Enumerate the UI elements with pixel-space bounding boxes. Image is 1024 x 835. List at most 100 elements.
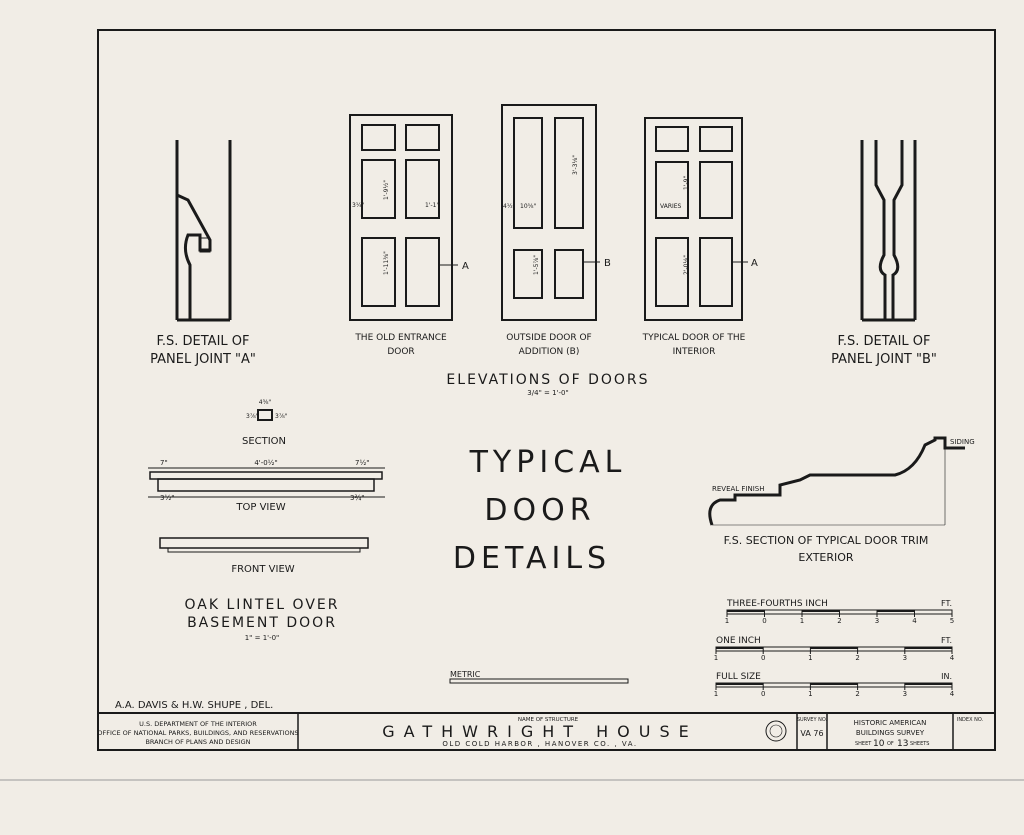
dimension: 1'-9" <box>683 176 690 190</box>
dimension: 3¼" <box>352 202 365 209</box>
agency-line: BRANCH OF PLANS AND DESIGN <box>145 738 250 746</box>
door-label: ADDITION (B) <box>519 347 580 357</box>
scale-tick-label: 0 <box>762 617 766 625</box>
scale-unit: FT. <box>941 636 952 645</box>
door-label: DOOR <box>387 347 414 357</box>
main-title-line: TYPICAL <box>469 445 627 480</box>
lintel-drawings: 4⅜" 3⅞" 3⅞" SECTION 7" 4'-0½" 7½" 3½" 3¾… <box>148 399 385 642</box>
sheet-prefix: SHEET <box>855 741 872 747</box>
scale-tick-label: 4 <box>950 690 955 698</box>
reveal-finish-label: REVEAL FINISH <box>712 485 765 493</box>
delineators: A.A. DAVIS & H.W. SHUPE , DEL. <box>115 700 273 711</box>
door-elevation-interior: A VARIES 1'-9" 2'-0⅛" TYPICAL DOOR OF TH… <box>642 117 758 357</box>
scale-label: FULL SIZE <box>716 672 761 682</box>
scale-segment <box>810 683 858 685</box>
elevations-title: ELEVATIONS OF DOORS <box>446 372 649 388</box>
lintel-title: OAK LINTEL OVER <box>185 597 340 613</box>
dimension: 3'-3⅛" <box>572 155 579 175</box>
scale-tick-label: 1 <box>714 690 718 698</box>
agency-line: OFFICE OF NATIONAL PARKS, BUILDINGS, AND… <box>97 729 298 737</box>
sheets-total: 13 <box>897 739 908 749</box>
main-title-line: DOOR <box>484 493 595 528</box>
scale-tick-label: 3 <box>903 690 907 698</box>
scale-tick-label: 1 <box>725 617 729 625</box>
title-block: U.S. DEPARTMENT OF THE INTERIOR OFFICE O… <box>97 712 996 751</box>
dimension: 3½" <box>160 494 174 502</box>
door-label: INTERIOR <box>673 347 716 357</box>
dimension: 4⅜" <box>259 399 272 406</box>
panel-detail-b-title: F.S. DETAIL OF <box>837 334 930 349</box>
door-marker: A <box>751 258 758 269</box>
scale-label: THREE-FOURTHS INCH <box>726 599 828 609</box>
dimension: 3⅞" <box>246 413 259 420</box>
scale-segment <box>877 610 915 612</box>
scale-segment <box>904 647 952 649</box>
scale-tick-label: 4 <box>950 654 955 662</box>
main-title-line: DETAILS <box>453 541 611 576</box>
dimension: 10⅝" <box>520 203 536 210</box>
dimension: 7½" <box>355 459 369 467</box>
siding-label: SIDING <box>950 438 975 446</box>
door-elevation-old-entrance: A 3¼" 1'-9½" 1'-11⅜" 1'-1" THE OLD ENTRA… <box>349 114 469 357</box>
metric-scale: METRIC <box>449 670 629 684</box>
scale-tick-label: 0 <box>761 654 765 662</box>
door-elevation-addition: B 4½" 3'-3⅛" 1'-5⅞" 10⅝" OUTSIDE DOOR OF… <box>501 104 611 357</box>
dimension: 1'-1" <box>425 202 439 209</box>
scale-tick-label: 1 <box>808 690 812 698</box>
top-view-label: TOP VIEW <box>235 502 285 513</box>
sheet-of: OF <box>887 741 894 747</box>
dimension: 7" <box>160 459 168 467</box>
scale-tick-label: 2 <box>837 617 841 625</box>
scale-bar: ONE INCH FT. 1 0 1 2 3 4 <box>714 636 955 662</box>
dimension: 1'-5⅞" <box>533 255 540 275</box>
scale-tick-label: 5 <box>950 617 954 625</box>
section-label: SECTION <box>242 436 286 447</box>
dimension: 4'-0½" <box>254 459 277 467</box>
door-trim-section: REVEAL FINISH SIDING F.S. SECTION OF TYP… <box>708 436 975 564</box>
panel-detail-b-subtitle: PANEL JOINT "B" <box>831 352 937 367</box>
door-label: THE OLD ENTRANCE <box>354 333 447 343</box>
scale-tick-label: 0 <box>761 690 765 698</box>
metric-label: METRIC <box>450 670 481 679</box>
scale-segment <box>727 610 765 612</box>
scale-tick-label: 3 <box>903 654 907 662</box>
survey-label: SURVEY NO. <box>797 717 828 723</box>
sheets-suffix: SHEETS <box>910 741 929 747</box>
panel-detail-a: F.S. DETAIL OF PANEL JOINT "A" <box>150 140 256 367</box>
scale-tick-label: 3 <box>875 617 879 625</box>
scale-tick-label: 2 <box>855 654 859 662</box>
scale-segment <box>802 610 840 612</box>
index-label: INDEX NO. <box>957 717 984 723</box>
scale-tick-label: 2 <box>855 690 859 698</box>
dimension: 1'-9½" <box>383 180 390 200</box>
scale-tick-label: 1 <box>808 654 812 662</box>
door-marker: B <box>604 258 611 269</box>
dimension: 2'-0⅛" <box>683 255 690 275</box>
habs-line: BUILDINGS SURVEY <box>856 729 925 737</box>
habs-line: HISTORIC AMERICAN <box>854 719 927 727</box>
survey-seal-icon <box>765 720 787 742</box>
panel-detail-b: F.S. DETAIL OF PANEL JOINT "B" <box>831 140 937 367</box>
main-title: TYPICAL DOOR DETAILS <box>453 445 627 576</box>
scale-label: ONE INCH <box>716 636 761 646</box>
structure-name: GATHWRIGHT HOUSE <box>382 722 697 741</box>
front-view-label: FRONT VIEW <box>231 564 294 575</box>
scale-tick-label: 1 <box>714 654 718 662</box>
panel-detail-a-subtitle: PANEL JOINT "A" <box>150 352 256 367</box>
door-label: TYPICAL DOOR OF THE <box>642 333 746 343</box>
lintel-title: BASEMENT DOOR <box>187 615 337 631</box>
dimension: 4½" <box>503 203 516 210</box>
door-label: OUTSIDE DOOR OF <box>506 333 592 343</box>
scale-segment <box>716 647 764 649</box>
elevations-scale: 3/4" = 1'-0" <box>527 389 568 397</box>
structure-location: OLD COLD HARBOR , HANOVER CO. , VA. <box>442 740 637 748</box>
agency-line: U.S. DEPARTMENT OF THE INTERIOR <box>139 720 257 728</box>
scale-segment <box>810 647 858 649</box>
scale-unit: FT. <box>941 599 952 608</box>
dimension: 1'-11⅜" <box>383 251 390 275</box>
dimension: 3⅞" <box>275 413 288 420</box>
